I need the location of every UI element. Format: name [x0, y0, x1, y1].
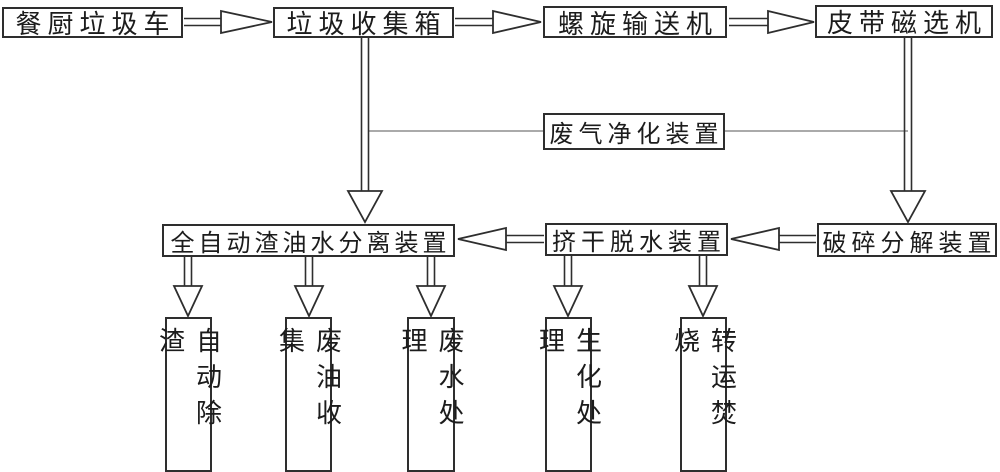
node-auto-slag-removal: 自动除渣	[155, 317, 222, 472]
node-label: 皮带磁选机	[826, 9, 987, 39]
node-belt-magnetic-separator: 皮带磁选机	[815, 5, 993, 39]
arrow-collection-to-screw	[455, 9, 542, 35]
arrow-dewatering-to-separator	[457, 226, 544, 252]
node-label: 自动除渣	[154, 327, 222, 435]
node-crushing-decomposition: 破碎分解装置	[817, 223, 997, 257]
node-squeeze-dewatering: 挤干脱水装置	[545, 223, 728, 256]
node-label: 螺旋输送机	[557, 9, 718, 40]
node-waste-collection-box: 垃圾收集箱	[273, 7, 454, 40]
node-label: 垃圾收集箱	[286, 10, 447, 40]
arrow-collection-to-separator	[346, 38, 384, 224]
node-label: 废气净化装置	[549, 120, 724, 148]
node-label: 废油收集	[274, 327, 342, 435]
arrow-separator-to-water-treatment	[415, 256, 447, 319]
node-label: 破碎分解装置	[822, 228, 997, 257]
node-kitchen-waste-truck: 餐厨垃圾车	[2, 7, 183, 40]
arrow-separator-to-slag-removal	[172, 256, 204, 319]
node-label: 生化处理	[534, 327, 602, 435]
arrow-dewatering-to-incineration	[687, 255, 719, 319]
node-label: 转运焚烧	[669, 327, 737, 435]
node-label: 餐厨垃圾车	[15, 10, 176, 40]
arrow-separator-to-oil-collection	[293, 256, 325, 319]
node-waste-oil-collection: 废油收集	[275, 317, 342, 472]
arrow-truck-to-collection	[184, 9, 273, 35]
node-transfer-incineration: 转运焚烧	[670, 317, 737, 472]
arrow-crusher-to-dewatering	[730, 226, 816, 252]
node-biochemical-treatment: 生化处理	[535, 317, 602, 472]
arrow-dewatering-to-biochemical	[552, 255, 584, 319]
node-waste-gas-purification: 废气净化装置	[543, 113, 725, 150]
node-label: 废水处理	[397, 327, 464, 435]
node-label: 挤干脱水装置	[552, 228, 726, 256]
arrow-magnetic-to-crusher	[889, 38, 927, 224]
node-wastewater-treatment: 废水处理	[397, 317, 464, 472]
node-auto-residue-oil-water-separator: 全自动渣油水分离装置	[162, 224, 455, 257]
arrow-screw-to-magnetic	[729, 9, 815, 35]
node-label: 全自动渣油水分离装置	[170, 229, 451, 257]
node-screw-conveyor: 螺旋输送机	[543, 6, 727, 40]
